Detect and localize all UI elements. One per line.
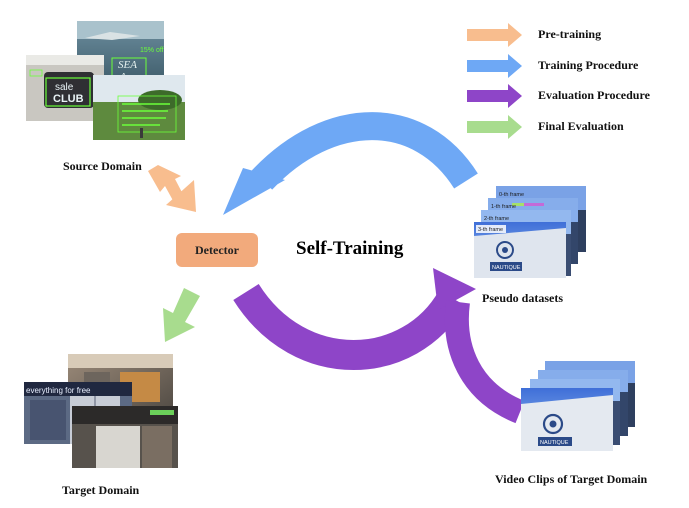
pseudo-datasets-label: Pseudo datasets [482, 291, 564, 305]
legend-arrow-training [467, 54, 522, 78]
pseudo-frame-brand: NAUTIQUE [492, 265, 521, 271]
legend-arrow-evaluation [467, 84, 522, 108]
evaluation-procedure-arrowhead [433, 268, 476, 310]
target-image-corridor [72, 406, 178, 468]
detector-label: Detector [195, 242, 239, 257]
final-evaluation-arrow [163, 288, 200, 342]
legend-label-pretraining: Pre-training [538, 27, 602, 41]
source-text-corner: 15% off [140, 47, 164, 54]
detector-box: Detector [176, 233, 258, 267]
pseudo-frame-label-3: 3-th frame [478, 227, 503, 233]
training-procedure-arrowhead [223, 168, 285, 215]
pretraining-arrow-head [166, 180, 196, 212]
source-text-sale: sale [55, 82, 74, 93]
legend-label-training: Training Procedure [538, 58, 639, 72]
training-procedure-arc [251, 112, 478, 190]
pseudo-datasets-stack: 0-th frame 1-th frame 2-th frame NAUTIQU… [474, 186, 586, 278]
video-clips-arc [444, 300, 525, 424]
video-clips-label: Video Clips of Target Domain [495, 472, 648, 486]
legend-label-final: Final Evaluation [538, 119, 624, 133]
source-domain-label: Source Domain [63, 159, 142, 173]
video-clips-stack: NAUTIQUE [521, 361, 635, 451]
source-text-club: CLUB [53, 93, 84, 105]
source-text-sea: SEA [118, 59, 137, 71]
legend [467, 23, 522, 139]
source-image-park [93, 75, 185, 140]
pseudo-frame-3: NAUTIQUE 3-th frame [474, 222, 566, 278]
legend-label-evaluation: Evaluation Procedure [538, 88, 650, 102]
self-training-title: Self-Training [296, 238, 404, 259]
target-domain-images: everything for free [24, 354, 178, 468]
source-domain-images: 15% off SEA Are sale CLUB [26, 21, 185, 140]
source-image-sale: sale CLUB [26, 55, 104, 121]
video-frame-brand: NAUTIQUE [540, 440, 569, 446]
pseudo-frame-label-2: 2-th frame [484, 216, 509, 222]
pseudo-frame-label-1: 1-th frame [491, 204, 516, 210]
legend-arrow-final [467, 115, 522, 139]
legend-arrow-pretraining [467, 23, 522, 47]
target-domain-label: Target Domain [62, 483, 140, 497]
target-text-sign: everything for free [26, 386, 91, 395]
evaluation-procedure-arc [233, 283, 466, 370]
pseudo-frame-label-0: 0-th frame [499, 192, 524, 198]
